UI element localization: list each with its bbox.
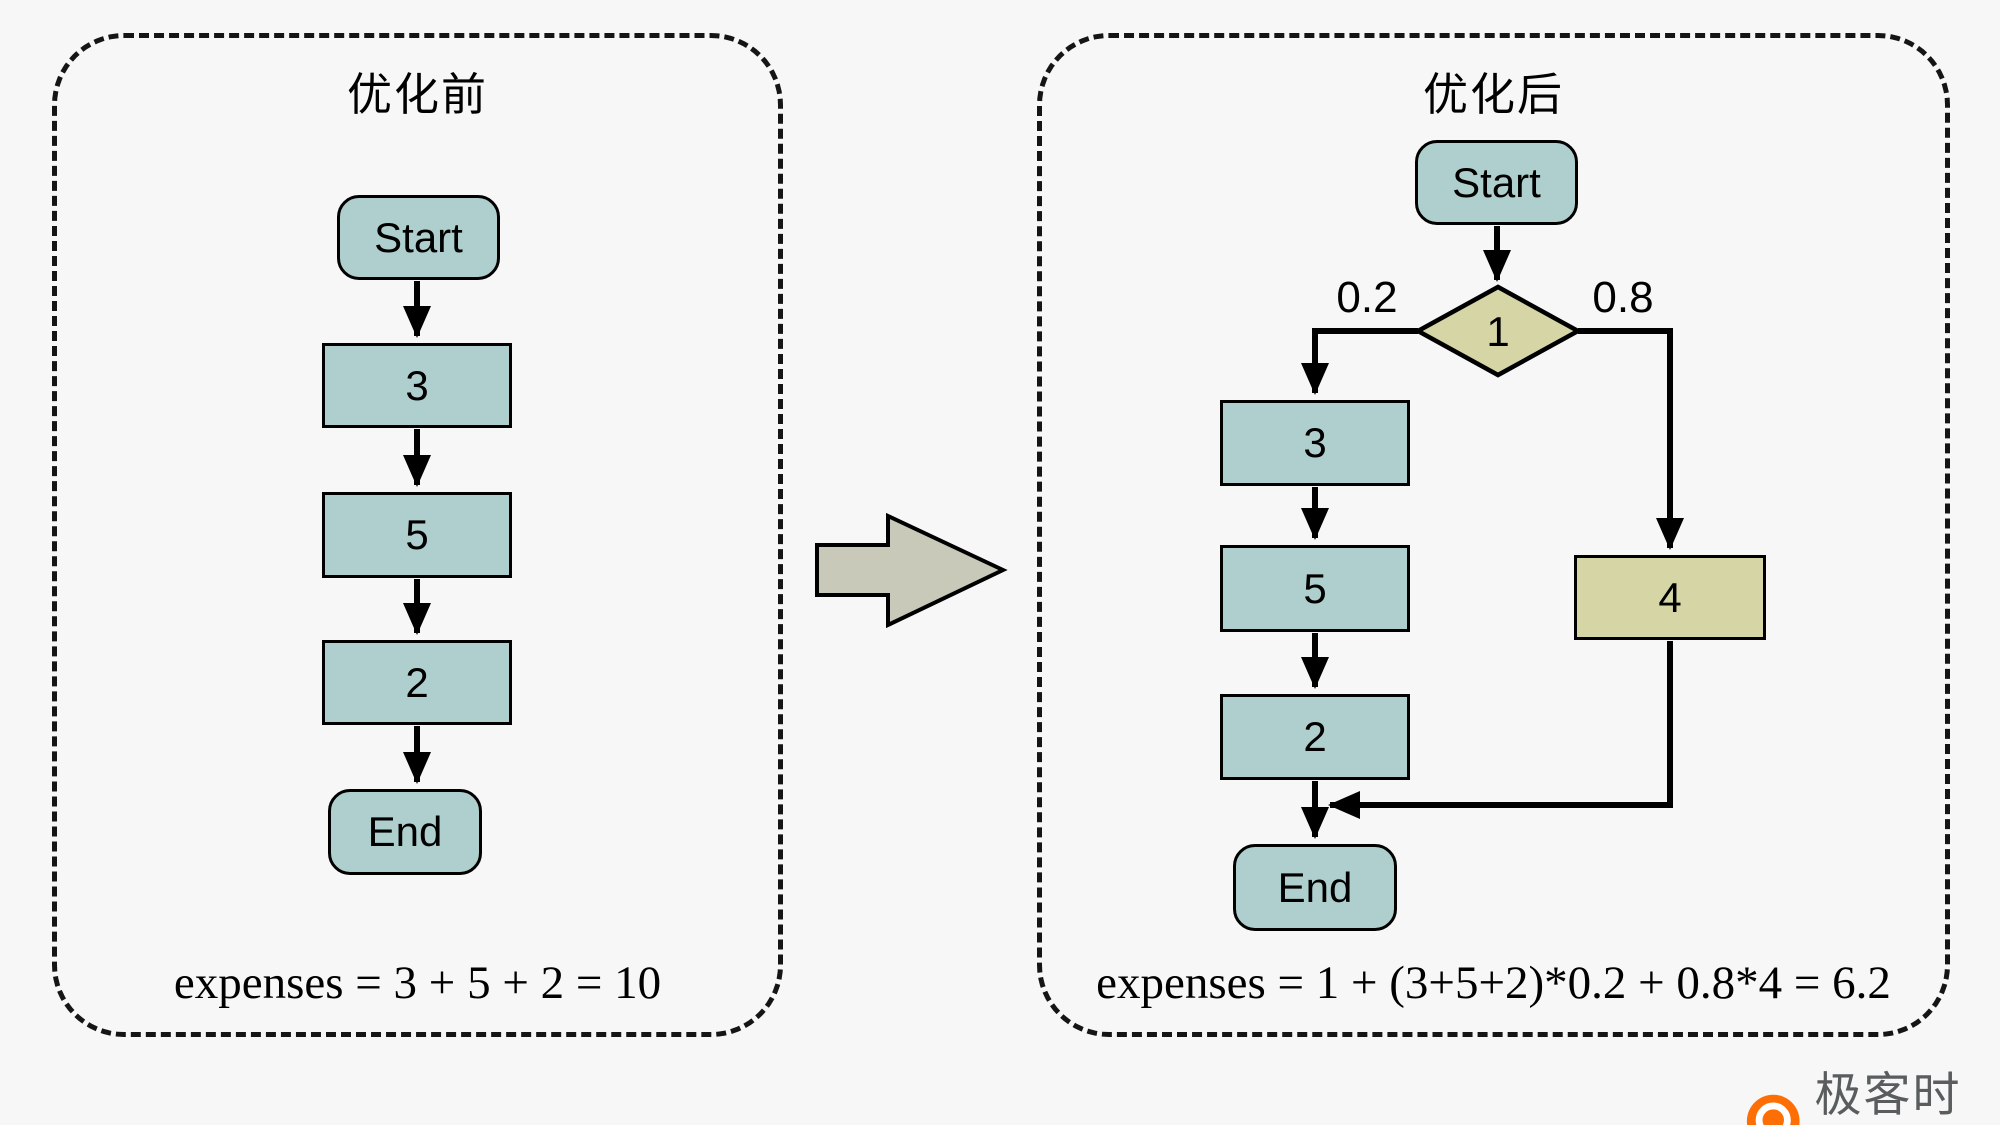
node-before-end: End	[328, 789, 482, 875]
panel-title-before: 优化前	[346, 69, 488, 120]
geektime-logo-icon	[1746, 1094, 1800, 1125]
edge-label-probability-right: 0.8	[1592, 273, 1654, 322]
node-after-end: End	[1233, 844, 1397, 931]
node-after-decision-label: 1	[1486, 308, 1510, 355]
edge-label-probability-left: 0.2	[1336, 273, 1398, 322]
node-after-start: Start	[1415, 140, 1578, 225]
geektime-logo-text: 极客时间	[1814, 1068, 1962, 1121]
node-before-step3: 3	[322, 343, 512, 428]
brand-watermark: 极客时间	[1742, 1056, 2000, 1125]
node-before-step2: 2	[322, 640, 512, 725]
panel-before-optimization	[52, 33, 783, 1037]
node-before-start: Start	[337, 195, 500, 280]
node-before-step5: 5	[322, 492, 512, 578]
formula-before: expenses = 3 + 5 + 2 = 10	[173, 957, 662, 1009]
panel-after-optimization	[1037, 33, 1950, 1037]
panel-title-after: 优化后	[1422, 69, 1564, 120]
node-after-step3: 3	[1220, 400, 1410, 486]
node-after-step5: 5	[1220, 545, 1410, 632]
node-after-step2: 2	[1220, 694, 1410, 780]
formula-after: expenses = 1 + (3+5+2)*0.2 + 0.8*4 = 6.2	[1096, 957, 1891, 1009]
node-after-step4: 4	[1574, 555, 1766, 640]
transform-arrow-icon	[815, 512, 1008, 629]
